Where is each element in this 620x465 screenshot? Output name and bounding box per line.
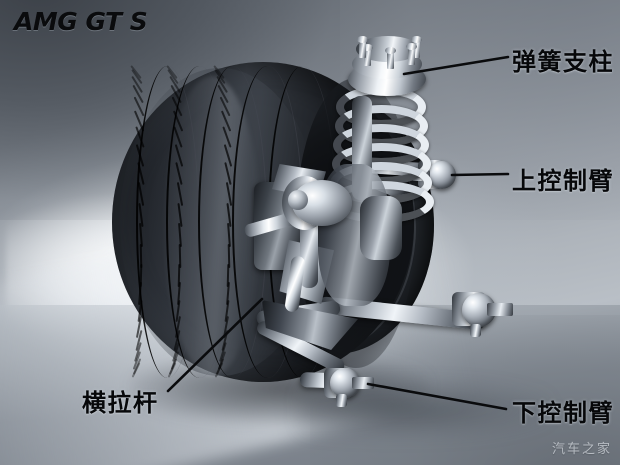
- strut-mount-stud-nut: [406, 43, 418, 51]
- strut-mount-stud-nut: [356, 36, 368, 44]
- drive-shaft-boot: [360, 196, 402, 260]
- callout-label-tie-rod: 横拉杆: [82, 389, 159, 417]
- page-title: AMG GT S: [14, 7, 148, 36]
- lower-arm-joint-nut: [470, 324, 481, 337]
- upper-arm-ball-joint: [428, 161, 456, 189]
- tie-rod-joint-pin: [352, 377, 374, 389]
- strut-mount-stud-nut: [362, 43, 374, 51]
- lower-arm-joint-pin: [487, 303, 513, 316]
- wheel-hub-assembly: [244, 150, 404, 300]
- strut-mount-stud: [413, 39, 421, 58]
- strut-mount-stud: [386, 50, 394, 69]
- tie-rod-joint-nut: [336, 394, 347, 407]
- strut-mount-stud: [364, 47, 372, 66]
- strut-mount-stud: [408, 47, 416, 66]
- callout-label-lower-control-arm: 下控制臂: [512, 399, 614, 427]
- callout-label-upper-control-arm: 上控制臂: [512, 167, 614, 195]
- strut-mount-stud-nut: [411, 35, 423, 43]
- strut-mount-stud-nut: [384, 46, 396, 54]
- strut-mount-stud: [358, 40, 366, 59]
- hub-center-bolt: [288, 190, 308, 210]
- callout-label-spring-strut: 弹簧支柱: [512, 48, 614, 76]
- site-watermark: 汽车之家: [551, 442, 612, 457]
